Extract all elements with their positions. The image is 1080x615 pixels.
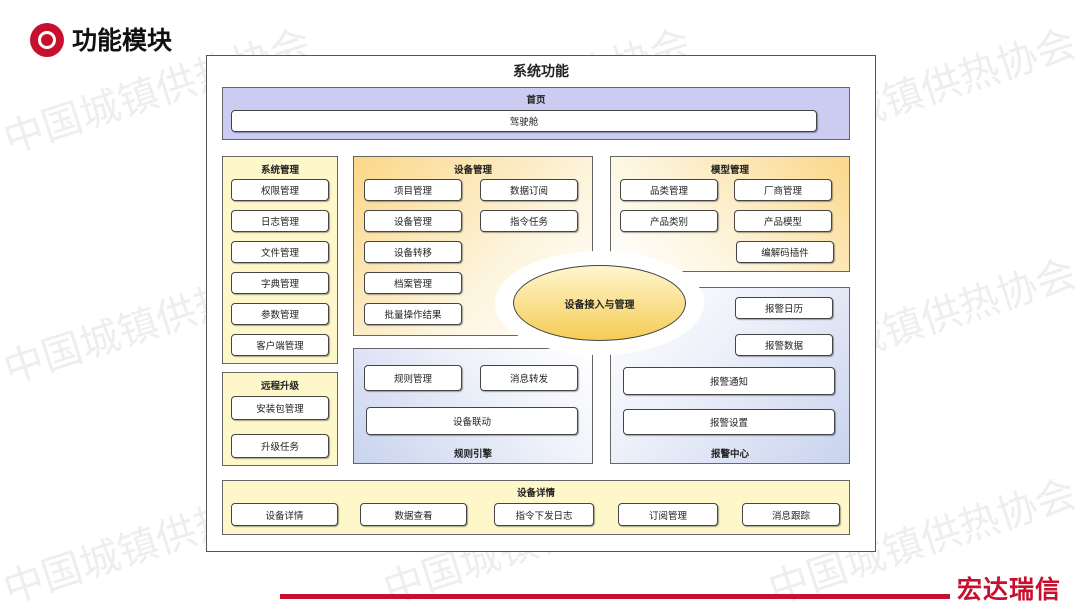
alarm-data-button[interactable]: 报警数据: [735, 334, 833, 356]
parameter-mgmt-button[interactable]: 参数管理: [231, 303, 329, 325]
client-mgmt-button[interactable]: 客户端管理: [231, 334, 329, 356]
model-mgmt-title: 模型管理: [710, 165, 749, 176]
device-detail-title: 设备详情: [516, 488, 555, 499]
log-mgmt-button[interactable]: 日志管理: [231, 210, 329, 232]
command-log-button[interactable]: 指令下发日志: [494, 503, 594, 526]
message-trace-button[interactable]: 消息跟踪: [742, 503, 840, 526]
codec-plugin-button[interactable]: 编解码插件: [736, 241, 834, 263]
system-title: 系统功能: [513, 64, 569, 80]
brand-logo: 宏达瑞信: [957, 575, 1062, 604]
project-mgmt-button[interactable]: 项目管理: [364, 179, 462, 201]
device-access-ellipse[interactable]: 设备接入与管理: [513, 265, 686, 341]
data-view-button[interactable]: 数据查看: [360, 503, 467, 526]
cockpit-button[interactable]: 驾驶舱: [231, 110, 817, 132]
remote-upgrade-title: 远程升级: [260, 381, 299, 392]
device-mgmt-button[interactable]: 设备管理: [364, 210, 462, 232]
alarm-calendar-button[interactable]: 报警日历: [735, 297, 833, 319]
sys-mgmt-title: 系统管理: [260, 165, 299, 176]
vendor-mgmt-button[interactable]: 厂商管理: [734, 179, 832, 201]
alarm-notify-button[interactable]: 报警通知: [623, 367, 835, 395]
device-detail-button[interactable]: 设备详情: [231, 503, 338, 526]
page-title: 功能模块: [72, 26, 173, 55]
alarm-center-title: 报警中心: [710, 449, 749, 460]
device-linkage-button[interactable]: 设备联动: [366, 407, 578, 435]
permission-mgmt-button[interactable]: 权限管理: [231, 179, 329, 201]
subscription-mgmt-button[interactable]: 订阅管理: [618, 503, 718, 526]
package-mgmt-button[interactable]: 安装包管理: [231, 396, 329, 420]
title-bullet-icon: [30, 23, 64, 57]
archive-mgmt-button[interactable]: 档案管理: [364, 272, 462, 294]
dictionary-mgmt-button[interactable]: 字典管理: [231, 272, 329, 294]
data-subscription-button[interactable]: 数据订阅: [480, 179, 578, 201]
product-category-button[interactable]: 产品类别: [620, 210, 718, 232]
device-mgmt-title: 设备管理: [453, 165, 492, 176]
upgrade-task-button[interactable]: 升级任务: [231, 434, 329, 458]
alarm-settings-button[interactable]: 报警设置: [623, 409, 835, 435]
command-task-button[interactable]: 指令任务: [480, 210, 578, 232]
footer-line: [280, 594, 950, 599]
batch-result-button[interactable]: 批量操作结果: [364, 303, 462, 325]
rule-engine-title: 规则引擎: [453, 449, 492, 460]
home-title: 首页: [526, 95, 546, 106]
device-transfer-button[interactable]: 设备转移: [364, 241, 462, 263]
file-mgmt-button[interactable]: 文件管理: [231, 241, 329, 263]
category-mgmt-button[interactable]: 品类管理: [620, 179, 718, 201]
product-model-button[interactable]: 产品模型: [734, 210, 832, 232]
rule-mgmt-button[interactable]: 规则管理: [364, 365, 462, 391]
message-forward-button[interactable]: 消息转发: [480, 365, 578, 391]
